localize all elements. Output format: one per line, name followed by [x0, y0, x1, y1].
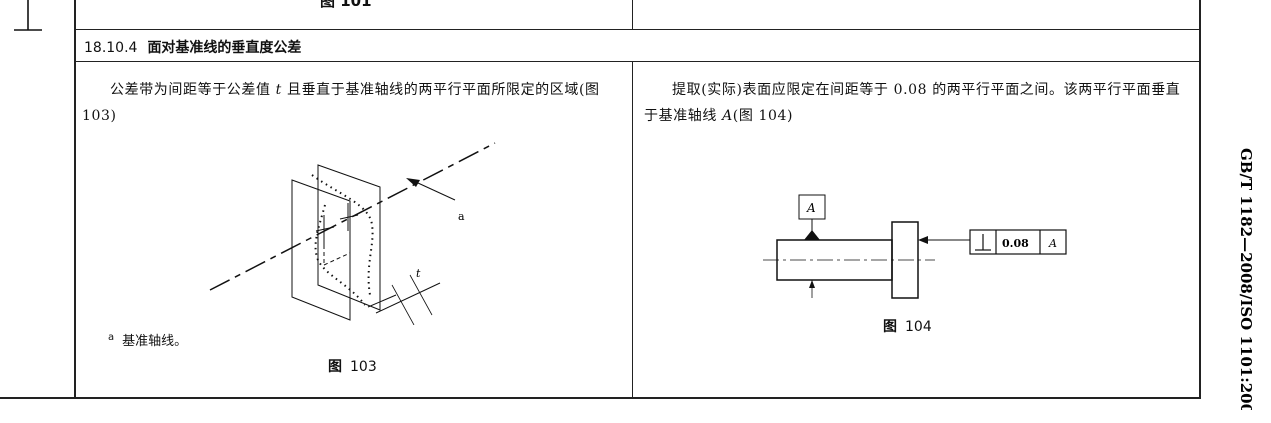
- fcf-datum: A: [1048, 237, 1057, 250]
- footnote-marker: a: [108, 331, 115, 343]
- label-t: t: [416, 267, 421, 280]
- table-column-divider-lower: [632, 62, 633, 398]
- label-a: a: [458, 210, 465, 223]
- table-column-divider: [632, 0, 633, 30]
- right-cell-description: 提取(实际)表面应限定在间距等于 0.08 的两平行平面之间。该两平行平面垂直于…: [644, 77, 1194, 129]
- standard-id-text: GB/T 1182—2008/ISO 1101:2004: [1237, 148, 1255, 410]
- footnote-text: 基准轴线。: [122, 334, 188, 349]
- right-text-post: (图 104): [732, 108, 794, 124]
- table-right-border: [1199, 0, 1201, 398]
- figure-104-diagram: A 0.08 A: [763, 194, 1067, 299]
- section-title: 面对基准线的垂直度公差: [147, 40, 302, 56]
- caption-103-prefix: 图: [328, 359, 342, 375]
- right-text-var: A: [722, 108, 733, 124]
- right-text-pre: 提取(实际)表面应限定在间距等于 0.08 的两平行平面之间。该两平行平面垂直于…: [644, 82, 1181, 124]
- figure-103-diagram: a t: [209, 142, 496, 325]
- caption-104-prefix: 图: [883, 319, 897, 335]
- table-row-line-top: [74, 29, 1201, 30]
- fcf-tolerance: 0.08: [1002, 237, 1029, 250]
- section-heading: 18.10.4 面对基准线的垂直度公差: [84, 37, 301, 57]
- left-text-pre: 公差带为间距等于公差值: [110, 82, 271, 98]
- previous-figure-caption: 图 101: [320, 0, 372, 10]
- figure-103-footnote: a 基准轴线。: [108, 330, 187, 349]
- table-row-line-section: [74, 61, 1201, 62]
- figure-103-caption: 图 103: [328, 356, 377, 376]
- datum-letter: A: [806, 201, 816, 215]
- figure-104-caption: 图 104: [883, 316, 932, 336]
- standard-identifier: GB/T 1182—2008/ISO 1101:2004: [1237, 148, 1255, 410]
- caption-103-number: 103: [350, 359, 377, 375]
- left-text-var: t: [275, 82, 282, 98]
- section-number: 18.10.4: [84, 40, 138, 56]
- perpendicularity-symbol-icon: [14, 0, 42, 31]
- table-bottom-border: [0, 397, 1201, 399]
- left-text-post: 且垂直于基准轴线的两平行平面所限定的区域(图 103): [82, 82, 600, 124]
- caption-104-number: 104: [905, 319, 932, 335]
- left-cell-description: 公差带为间距等于公差值 t 且垂直于基准轴线的两平行平面所限定的区域(图 103…: [82, 77, 632, 129]
- table-left-border: [74, 0, 76, 398]
